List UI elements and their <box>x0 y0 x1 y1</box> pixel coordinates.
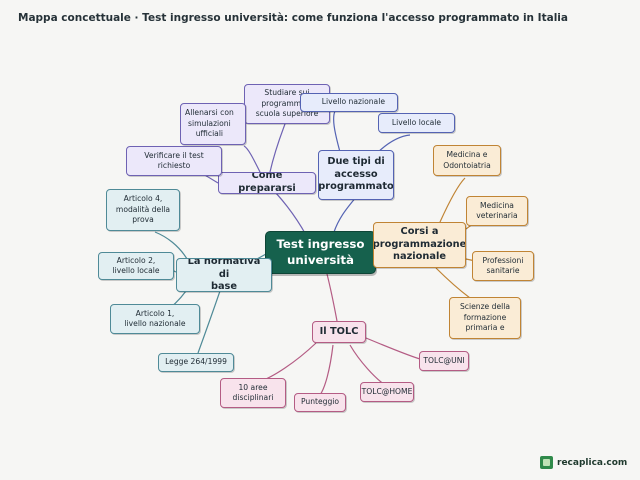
edge-tolc-uni <box>365 337 421 360</box>
node-livello-locale[interactable]: Livello locale <box>378 113 455 133</box>
logo-text: recaplica.com <box>557 457 628 468</box>
node-tolc-home[interactable]: TOLC@HOME <box>360 382 414 402</box>
edge-central-tolc <box>326 273 338 322</box>
recaplica-logo-icon <box>540 456 553 469</box>
node-legge-264[interactable]: Legge 264/1999 <box>158 353 234 372</box>
edge-central-due-tipi <box>333 196 357 233</box>
branch-il-tolc[interactable]: Il TOLC <box>312 321 366 343</box>
recaplica-logo[interactable]: recaplica.com <box>540 456 627 469</box>
node-articolo-1[interactable]: Articolo 1,livello nazionale <box>110 304 200 334</box>
edge-corsi-medicina <box>439 177 466 223</box>
node-punteggio[interactable]: Punteggio <box>294 393 346 412</box>
edge-norm-legge <box>197 290 221 354</box>
edge-due-nazionale <box>333 110 341 153</box>
node-articolo-2[interactable]: Articolo 2,livello locale <box>98 252 174 280</box>
node-tolc-uni[interactable]: TOLC@UNI <box>419 351 469 371</box>
branch-come-prepararsi[interactable]: Come prepararsi <box>218 172 316 194</box>
edge-tolc-punteggio <box>319 344 334 396</box>
edge-prep-allenarsi <box>243 145 261 173</box>
edge-tolc-home <box>349 344 386 386</box>
edge-prep-studiare <box>269 123 286 173</box>
edge-tolc-aree <box>257 342 317 383</box>
edge-corsi-scienze <box>435 267 471 299</box>
node-livello-nazionale[interactable]: Livello nazionale <box>300 93 398 112</box>
page-title: Mappa concettuale · Test ingresso univer… <box>18 12 568 24</box>
